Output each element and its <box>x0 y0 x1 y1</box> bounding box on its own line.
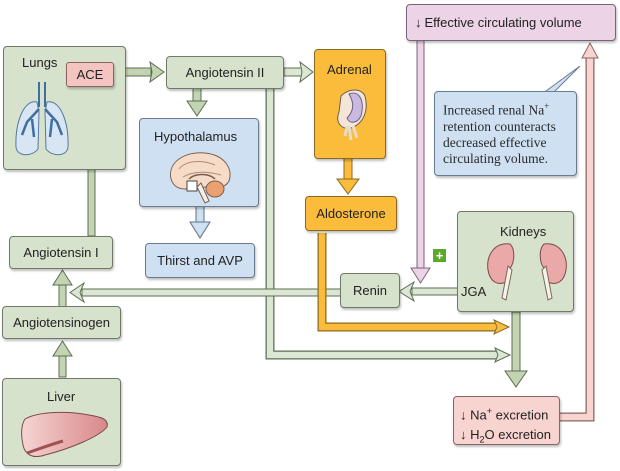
note-callout: Increased renal Na+ retention counteract… <box>434 91 577 176</box>
angiotensin-ii-to-adrenal-arrow <box>283 60 314 84</box>
angiotensin-ii-to-hypothalamus-arrow <box>186 87 208 117</box>
angiotensin-ii-box: Angiotensin II <box>166 56 284 89</box>
ace-label: ACE <box>76 67 104 82</box>
angiotensinogen-to-angiotensin-i-arrow <box>52 269 73 310</box>
down-arrow-icon: ↓ <box>415 15 422 30</box>
adrenal-box: Adrenal <box>314 49 386 159</box>
kidneys-to-excretion-arrow <box>504 311 528 388</box>
liver-icon <box>21 411 108 458</box>
renin-label: Renin <box>353 283 387 298</box>
excretion-to-volume-arrow <box>559 41 599 422</box>
jga-label: JGA <box>461 284 487 299</box>
note-line-4: circulating volume. <box>443 150 548 166</box>
note-line-3: decreased effective <box>443 134 547 150</box>
h2o-excretion: ↓ H2O excretion <box>460 427 552 445</box>
hypothalamus-to-thirst-arrow <box>189 204 211 239</box>
thirst-avp-label: Thirst and AVP <box>157 253 243 268</box>
hypothalamus-label: Hypothalamus <box>154 129 238 144</box>
note-pointer <box>540 65 581 95</box>
liver-label: Liver <box>47 389 76 404</box>
lungs-icon <box>15 82 69 156</box>
hypothalamus-box: Hypothalamus <box>139 118 259 207</box>
angiotensin-ii-label: Angiotensin II <box>185 65 265 80</box>
down-arrow-icon: ↓ <box>460 407 467 423</box>
volume-to-jga-arrow <box>410 39 431 284</box>
adrenal-label: Adrenal <box>327 62 372 77</box>
brain-icon <box>170 152 231 204</box>
stimulus-plus-icon: + <box>433 249 446 262</box>
aldosterone-box: Aldosterone <box>305 196 397 231</box>
kidneys-label: Kidneys <box>500 224 547 239</box>
note-line-2: retention counteracts <box>443 118 556 134</box>
liver-to-angiotensinogen-arrow <box>52 340 73 378</box>
renin-to-angiotensin-i-arrow <box>69 281 343 304</box>
jga-to-renin-arrow <box>398 280 460 303</box>
liver-box: Liver <box>2 378 121 466</box>
kidneys-icon <box>487 243 567 301</box>
angiotensinogen-box: Angiotensinogen <box>2 306 121 339</box>
na-excretion: ↓ Na+ excretion <box>460 406 549 423</box>
aldosterone-to-excretion-arrow <box>317 233 511 336</box>
kidneys-box: Kidneys JGA <box>457 211 574 312</box>
effective-volume-label: Effective circulating volume <box>424 15 582 30</box>
ace-box: ACE <box>66 62 114 87</box>
angiotensinogen-label: Angiotensinogen <box>13 315 110 330</box>
down-arrow-icon: ↓ <box>460 427 467 443</box>
thirst-avp-box: Thirst and AVP <box>145 243 255 278</box>
angiotensin-i-label: Angiotensin I <box>23 245 99 260</box>
angiotensin-ii-to-excretion-line <box>265 88 512 364</box>
angiotensin-i-box: Angiotensin I <box>9 236 113 269</box>
note-line-1: Increased renal Na+ <box>443 101 550 118</box>
excretion-box: ↓ Na+ excretion ↓ H2O excretion <box>453 396 560 445</box>
effective-volume-box: ↓ Effective circulating volume <box>406 4 616 41</box>
aldosterone-label: Aldosterone <box>316 206 386 221</box>
adrenal-gland-icon <box>337 89 367 141</box>
renin-box: Renin <box>340 273 400 308</box>
adrenal-to-aldosterone-arrow <box>336 157 360 195</box>
lungs-label: Lungs <box>22 55 58 70</box>
